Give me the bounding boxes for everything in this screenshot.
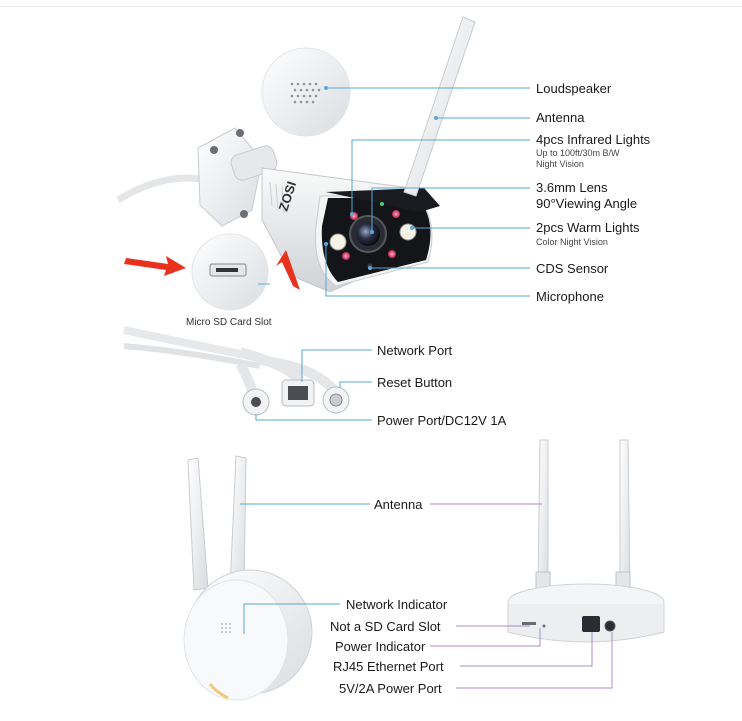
label-network-port: Network Port bbox=[377, 343, 453, 358]
camera-callouts bbox=[258, 87, 530, 297]
label-router-power-port: 5V/2A Power Port bbox=[339, 681, 442, 696]
label-power-indicator: Power Indicator bbox=[335, 639, 426, 654]
label-microphone: Microphone bbox=[536, 289, 604, 304]
label-loudspeaker: Loudspeaker bbox=[536, 81, 612, 96]
warm-light-icon bbox=[329, 233, 347, 251]
label-infrared-lights: 4pcs Infrared Lights bbox=[536, 132, 651, 147]
camera-illustration: ZOSI bbox=[116, 16, 476, 293]
label-rj45-port: RJ45 Ethernet Port bbox=[333, 659, 444, 674]
router-front-illustration bbox=[183, 455, 313, 701]
warm-light-icon bbox=[399, 223, 417, 241]
label-router-antenna: Antenna bbox=[374, 497, 423, 512]
router-back-illustration bbox=[507, 439, 665, 643]
camera-cable bbox=[116, 174, 206, 203]
ir-led-icon bbox=[342, 252, 350, 260]
rj45-port-icon bbox=[582, 616, 600, 632]
top-divider bbox=[0, 6, 742, 7]
label-lens: 3.6mm Lens bbox=[536, 180, 608, 195]
ir-led-icon bbox=[388, 250, 396, 258]
red-arrow-icon bbox=[276, 250, 300, 290]
label-infrared-night: Night Vision bbox=[536, 159, 584, 169]
label-network-indicator: Network Indicator bbox=[346, 597, 448, 612]
router-blue-callouts bbox=[240, 503, 370, 634]
network-indicator-icon bbox=[208, 683, 229, 700]
label-not-sd-slot: Not a SD Card Slot bbox=[330, 619, 441, 634]
label-reset-button: Reset Button bbox=[377, 375, 453, 390]
camera-antenna bbox=[403, 16, 476, 197]
ir-led-icon bbox=[392, 210, 400, 218]
label-warm-lights: 2pcs Warm Lights bbox=[536, 220, 640, 235]
label-sd-slot: Micro SD Card Slot bbox=[186, 317, 272, 328]
label-color-night-vision: Color Night Vision bbox=[536, 237, 608, 247]
cable-callouts bbox=[255, 349, 372, 421]
label-cds-sensor: CDS Sensor bbox=[536, 261, 609, 276]
lens-icon bbox=[356, 222, 380, 246]
label-power-port: Power Port/DC12V 1A bbox=[377, 413, 507, 428]
dc-power-port-icon bbox=[604, 620, 616, 632]
router-purple-callouts bbox=[430, 503, 613, 689]
label-antenna: Antenna bbox=[536, 110, 585, 125]
sd-slot-zoom bbox=[191, 233, 269, 311]
loudspeaker-zoom bbox=[261, 47, 351, 137]
red-arrow-icon bbox=[124, 256, 186, 276]
label-infrared-range: Up to 100ft/30m B/W bbox=[536, 148, 620, 158]
cable-bundle bbox=[123, 326, 350, 416]
label-viewing-angle: 90°Viewing Angle bbox=[536, 196, 638, 211]
